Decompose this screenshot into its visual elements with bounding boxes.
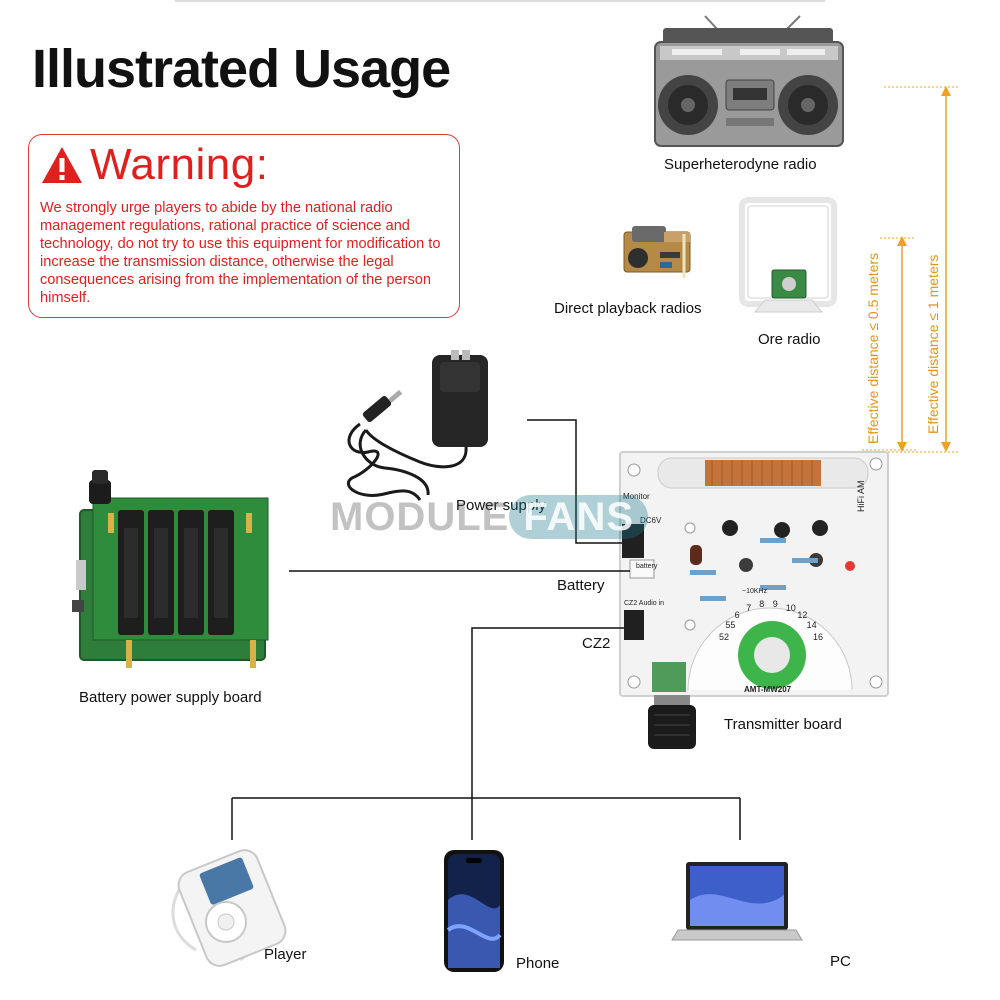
dial-number: 12 [797,610,808,621]
board-freq-text: ~10KHz [742,588,768,595]
dial-number: 52 [719,631,730,642]
dial-number: 6 [734,610,740,621]
watermark-module: MODULE [330,495,510,539]
phone-image [444,850,504,972]
ore-radio-image [739,197,837,313]
label-battery: Battery [557,577,605,594]
warning-title: Warning: [90,140,269,189]
page-title: Illustrated Usage [32,39,451,99]
distance-half-arrow [862,236,916,452]
board-monitor-text: Monitor [623,492,650,501]
warning-icon [42,147,82,183]
direct-radio-image [623,226,691,278]
label-direct-playback: Direct playback radios [554,300,702,317]
watermark-fans: FANS [509,495,649,539]
warning-header: Warning: [40,140,268,190]
board-mode-text: HiFi AM [856,480,866,513]
dial-number: 8 [759,599,765,610]
label-phone: Phone [516,955,560,972]
battery-board-image [72,470,269,668]
player-image [171,849,287,967]
board-battery-text: battery [636,563,658,570]
label-player: Player [264,946,307,963]
warning-text: We strongly urge players to abide by the… [40,200,441,306]
power-adapter-image [347,350,488,501]
laptop-image [671,862,803,941]
connection-lines [231,419,741,840]
label-pc: PC [830,953,851,970]
label-ore-radio: Ore radio [758,331,821,348]
distance-one-arrow [884,86,960,453]
label-cz2: CZ2 [582,635,611,652]
dial-number: 9 [772,599,778,610]
board-dc-text: DC6V [640,516,662,525]
label-power-supply: Power supply [456,497,547,514]
label-superheterodyne: Superheterodyne radio [664,156,817,173]
dial-number: 10 [785,603,796,614]
label-distance-half: Effective distance ≤ 0.5 meters [865,252,881,444]
label-transmitter-board: Transmitter board [724,716,842,733]
boombox-image [654,15,844,147]
label-distance-one: Effective distance ≤ 1 meters [925,254,941,434]
dial-number: 14 [806,619,817,630]
dial-number: 7 [746,603,752,614]
transmitter-board-image [619,451,889,749]
dial-number: 55 [725,619,736,630]
label-battery-board: Battery power supply board [79,689,262,706]
board-model-text: AMT-MW207 [744,685,792,694]
dial-number: 16 [812,631,823,642]
board-audio-in-text: CZ2 Audio in [624,600,665,607]
warning-box [28,134,460,318]
